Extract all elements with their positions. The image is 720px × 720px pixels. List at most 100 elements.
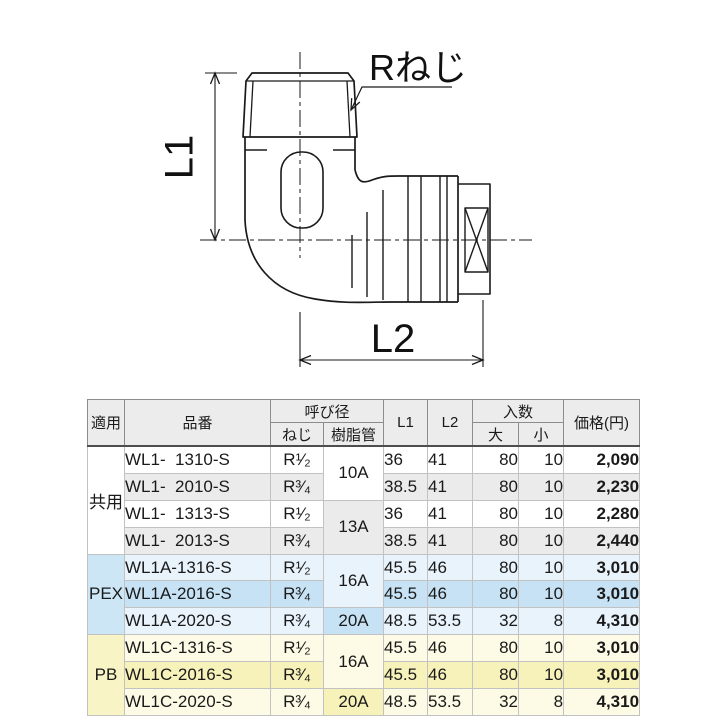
table-row: WL1C-2016-S R³⁄₄ 45.5 46 80 10 3,010 (88, 661, 641, 690)
l2-value-cell: 53.5 (427, 607, 474, 636)
l2-value-cell: 46 (427, 634, 474, 663)
spec-table: 適用 品番 呼び径 L1 L2 入数 価格(円) ねじ 樹脂管 大 小 共用 W… (87, 399, 641, 716)
thread-label: Rねじ (369, 47, 467, 88)
header-price: 価格(円) (563, 399, 641, 447)
l1-value-cell: 36 (383, 499, 429, 528)
header-apply: 適用 (87, 399, 125, 447)
qty-small-cell: 10 (518, 661, 565, 690)
l2-value-cell: 53.5 (427, 688, 474, 716)
l2-dimension-label: L2 (371, 317, 416, 361)
header-resin-pipe: 樹脂管 (322, 422, 385, 447)
thread-size-cell: R¹⁄₂ (270, 499, 324, 528)
thread-outline (242, 72, 358, 138)
table-row: WL1- 1313-S R¹⁄₂ 13A 36 41 80 10 2,280 (88, 499, 641, 555)
pipe-size-cell: 10A (322, 445, 385, 501)
thread-leader-line (350, 86, 452, 112)
table-row: PB WL1C-1316-S R¹⁄₂ 16A 45.5 46 80 10 3,… (87, 634, 641, 716)
qty-small-cell: 10 (518, 472, 565, 501)
group-label: PEX (87, 553, 125, 636)
thread-size-cell: R³⁄₄ (270, 472, 324, 501)
l1-dimension-label: L1 (158, 135, 202, 180)
l2-value-cell: 46 (427, 661, 474, 690)
qty-large-cell: 80 (472, 661, 520, 690)
qty-small-cell: 10 (518, 553, 565, 582)
thread-size-cell: R¹⁄₂ (270, 445, 324, 474)
qty-small-cell: 8 (518, 688, 565, 716)
part-number-cell: WL1- 2010-S (124, 472, 271, 501)
table-row: WL1C-2020-S R³⁄₄ 20A 48.5 53.5 32 8 4,31… (88, 688, 641, 716)
price-cell: 4,310 (563, 688, 641, 716)
l2-value-cell: 41 (427, 472, 474, 501)
price-cell: 2,280 (563, 499, 641, 528)
qty-large-cell: 80 (472, 553, 520, 582)
part-number-cell: WL1- 2013-S (124, 526, 271, 555)
qty-large-cell: 32 (472, 688, 520, 716)
qty-small-cell: 10 (518, 526, 565, 555)
table-row: WL1A-2016-S R³⁄₄ 45.5 46 80 10 3,010 (88, 580, 641, 609)
qty-large-cell: 32 (472, 607, 520, 636)
pipe-size-cell: 20A (322, 688, 385, 716)
qty-small-cell: 10 (518, 499, 565, 528)
l1-value-cell: 36 (383, 445, 429, 474)
table-row: WL1- 2013-S R³⁄₄ 38.5 41 80 10 2,440 (88, 526, 641, 555)
price-cell: 2,090 (563, 445, 641, 474)
qty-small-cell: 8 (518, 607, 565, 636)
qty-large-cell: 80 (472, 580, 520, 609)
centerlines (200, 52, 532, 258)
thread-size-cell: R³⁄₄ (270, 580, 324, 609)
qty-small-cell: 10 (518, 445, 565, 474)
price-cell: 3,010 (563, 634, 641, 663)
header-part-number: 品番 (124, 399, 271, 447)
table-row: 共用 WL1- 1310-S R¹⁄₂ 10A 36 41 80 10 2,09… (87, 445, 641, 555)
socket-outline (244, 169, 459, 304)
l1-value-cell: 48.5 (383, 688, 429, 716)
l2-value-cell: 46 (427, 553, 474, 582)
body-outline (244, 137, 356, 229)
header-quantity: 入数 (472, 399, 565, 423)
end-cap-outline (458, 183, 491, 295)
pipe-size-cell: 16A (322, 553, 385, 609)
l2-value-cell: 41 (427, 445, 474, 474)
part-number-cell: WL1- 1310-S (124, 445, 271, 474)
part-number-cell: WL1C-1316-S (124, 634, 271, 663)
qty-small-cell: 10 (518, 634, 565, 663)
header-qty-large: 大 (472, 422, 520, 447)
header-thread: ねじ (270, 422, 324, 447)
qty-small-cell: 10 (518, 580, 565, 609)
l1-value-cell: 45.5 (383, 661, 429, 690)
price-cell: 3,010 (563, 580, 641, 609)
qty-large-cell: 80 (472, 472, 520, 501)
qty-large-cell: 80 (472, 499, 520, 528)
l1-value-cell: 45.5 (383, 553, 429, 582)
part-number-cell: WL1- 1313-S (124, 499, 271, 528)
price-cell: 2,230 (563, 472, 641, 501)
l1-value-cell: 38.5 (383, 526, 429, 555)
thread-size-cell: R³⁄₄ (270, 661, 324, 690)
pipe-size-cell: 16A (322, 634, 385, 690)
header-l1: L1 (383, 399, 429, 447)
group-label: 共用 (87, 445, 125, 555)
thread-size-cell: R³⁄₄ (270, 607, 324, 636)
qty-large-cell: 80 (472, 526, 520, 555)
l1-value-cell: 45.5 (383, 580, 429, 609)
l2-value-cell: 41 (427, 526, 474, 555)
l1-value-cell: 48.5 (383, 607, 429, 636)
table-row: PEX WL1A-1316-S R¹⁄₂ 16A 45.5 46 80 10 3… (87, 553, 641, 636)
part-number-cell: WL1A-2020-S (124, 607, 271, 636)
fitting-elbow-drawing: L1 L2 Rねじ (158, 47, 532, 367)
price-cell: 2,440 (563, 526, 641, 555)
qty-large-cell: 80 (472, 445, 520, 474)
price-cell: 3,010 (563, 661, 641, 690)
pipe-size-cell: 20A (322, 607, 385, 636)
qty-large-cell: 80 (472, 634, 520, 663)
table-row: WL1- 2010-S R³⁄₄ 38.5 41 80 10 2,230 (88, 472, 641, 501)
part-number-cell: WL1C-2016-S (124, 661, 271, 690)
l1-value-cell: 38.5 (383, 472, 429, 501)
dimension-l1 (205, 71, 237, 242)
l2-value-cell: 46 (427, 580, 474, 609)
header-qty-small: 小 (518, 422, 565, 447)
part-number-cell: WL1A-2016-S (124, 580, 271, 609)
table-row: WL1A-2020-S R³⁄₄ 20A 48.5 53.5 32 8 4,31… (88, 607, 641, 636)
part-number-cell: WL1A-1316-S (124, 553, 271, 582)
